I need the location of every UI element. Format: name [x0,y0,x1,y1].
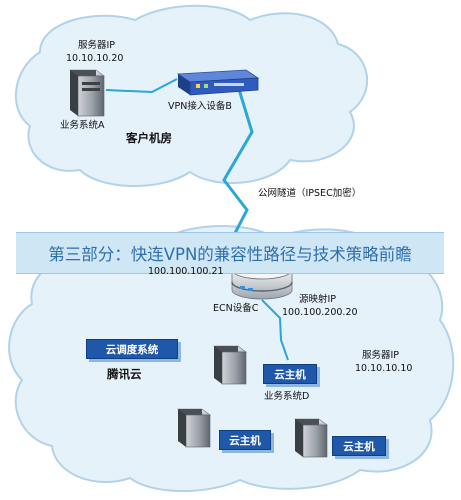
server-ip-label-d: 服务器IP [362,350,400,361]
cloud-host-tag-right: 云主机 [332,436,386,456]
cloud-host-tag-left: 云主机 [219,430,271,450]
cloud-dispatch-system-tag: 云调度系统 [86,339,178,359]
business-system-a: 业务系统A [60,120,105,131]
customer-room-title: 客户机房 [126,131,172,145]
vpn-device-b-label: VPN接入设备B [168,101,232,112]
business-system-d: 业务系统D [264,391,310,402]
link-server-to-vpn [105,78,178,94]
section-banner: 第三部分：快连VPN的兼容性路径与技术策略前瞻 [16,232,444,274]
server-ip-label-a: 服务器IP [78,40,116,51]
server-a-icon [69,69,105,117]
ecn-ip-value: 100.100.100.21 [148,266,224,277]
vpn-device-b-icon [176,69,260,96]
source-map-ip-value: 100.100.200.20 [282,307,358,318]
server-ip-value-a: 10.10.10.20 [66,53,124,64]
ecn-device-c-label: ECN设备C [213,303,259,314]
tencent-cloud-title: 腾讯云 [107,367,142,381]
source-map-ip-label: 源映射IP [299,294,337,305]
cloud-host-tag-top: 云主机 [263,364,317,384]
server-left-bottom-icon [177,408,211,448]
ipsec-tunnel-bolt [218,85,254,263]
customer-cloud [14,4,368,187]
server-ip-value-d: 10.10.10.10 [355,363,413,374]
section-banner-text: 第三部分：快连VPN的兼容性路径与技术策略前瞻 [48,245,412,264]
server-right-bottom-icon [294,418,328,458]
tunnel-label: 公网隧道（IPSEC加密） [258,188,362,199]
server-d-top-icon [213,345,247,385]
link-ecn-to-host [261,299,289,361]
